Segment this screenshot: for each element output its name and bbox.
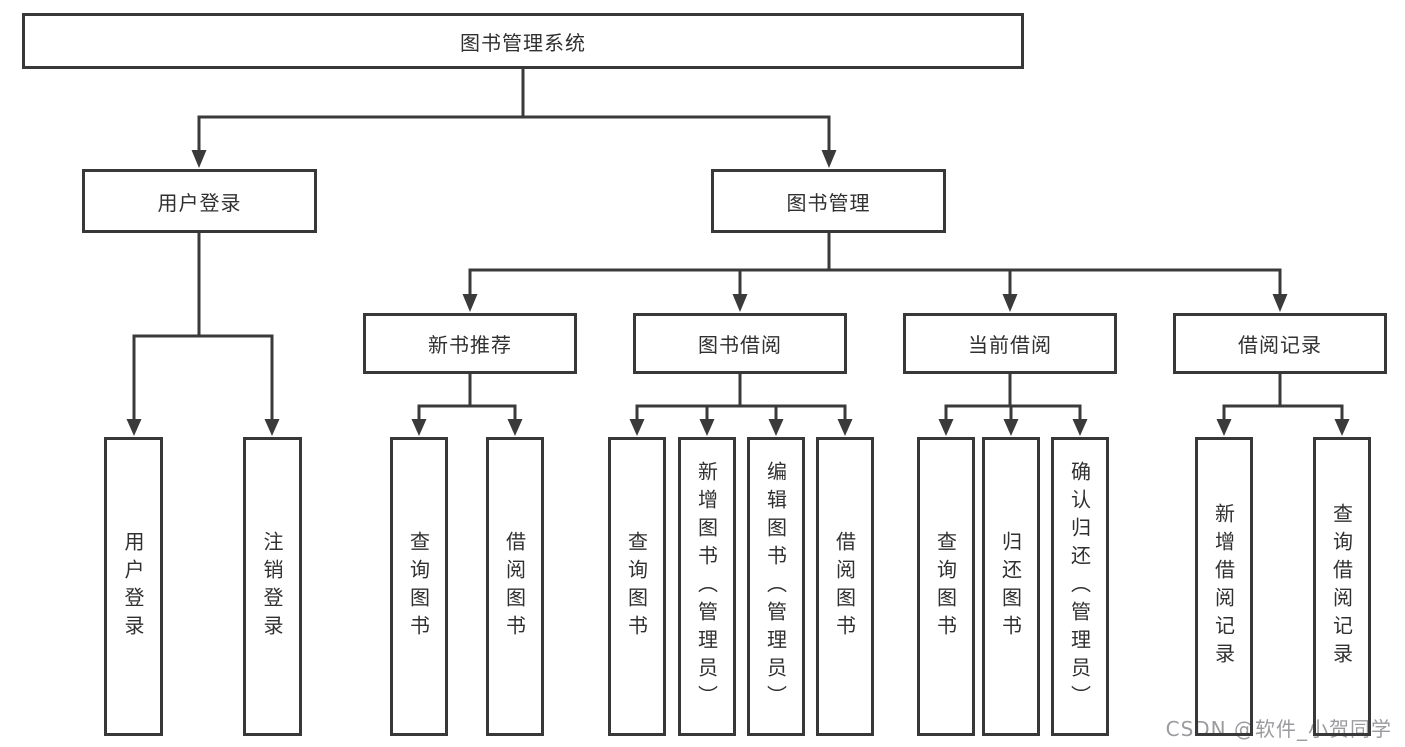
node-label: 借阅图书 [832, 530, 857, 643]
leaf-user-login: 用户登录 [104, 437, 163, 736]
node-label: 归还图书 [998, 530, 1023, 643]
node-label: 新书推荐 [428, 333, 512, 357]
leaf-borrow-books-borrowing: 借阅图书 [816, 437, 874, 736]
leaf-query-books-current: 查询图书 [917, 437, 975, 736]
leaf-query-borrow-record: 查询借阅记录 [1313, 437, 1371, 736]
leaf-query-books-borrowing: 查询图书 [608, 437, 666, 736]
node-current-borrowing: 当前借阅 [903, 313, 1117, 374]
leaf-add-borrow-record: 新增借阅记录 [1195, 437, 1253, 736]
node-label: 查询图书 [933, 530, 958, 643]
node-user-login-group: 用户登录 [82, 169, 317, 233]
node-label: 注销登录 [260, 530, 284, 643]
node-label: 图书管理 [786, 190, 871, 215]
leaf-logout: 注销登录 [243, 437, 302, 736]
node-label: 查询图书 [406, 530, 431, 643]
node-book-borrowing: 图书借阅 [633, 313, 847, 374]
node-label: 查询借阅记录 [1329, 502, 1354, 671]
node-label: 图书管理系统 [460, 30, 586, 55]
node-label: 图书借阅 [698, 333, 782, 357]
node-new-book-recommendation: 新书推荐 [363, 313, 577, 374]
watermark: CSDN @软件_小贺同学 [1165, 717, 1392, 741]
node-label: 编辑图书（管理员） [763, 460, 788, 713]
node-label: 借阅记录 [1238, 333, 1322, 357]
node-label: 用户登录 [157, 190, 242, 215]
node-label: 当前借阅 [968, 333, 1052, 357]
node-label: 查询图书 [624, 530, 649, 643]
node-book-management: 图书管理 [711, 169, 946, 233]
node-label: 新增借阅记录 [1211, 502, 1236, 671]
node-label: 新增图书（管理员） [694, 460, 719, 713]
leaf-query-books-recommend: 查询图书 [390, 437, 448, 736]
node-library-management-system: 图书管理系统 [22, 13, 1024, 69]
leaf-edit-book-admin: 编辑图书（管理员） [747, 437, 805, 736]
leaf-return-book: 归还图书 [982, 437, 1040, 736]
node-label: 用户登录 [121, 530, 145, 643]
node-borrowing-records: 借阅记录 [1173, 313, 1387, 374]
leaf-confirm-return-admin: 确认归还（管理员） [1051, 437, 1109, 736]
node-label: 借阅图书 [502, 530, 527, 643]
leaf-borrow-books-recommend: 借阅图书 [486, 437, 544, 736]
leaf-add-book-admin: 新增图书（管理员） [678, 437, 736, 736]
node-label: 确认归还（管理员） [1067, 460, 1092, 713]
